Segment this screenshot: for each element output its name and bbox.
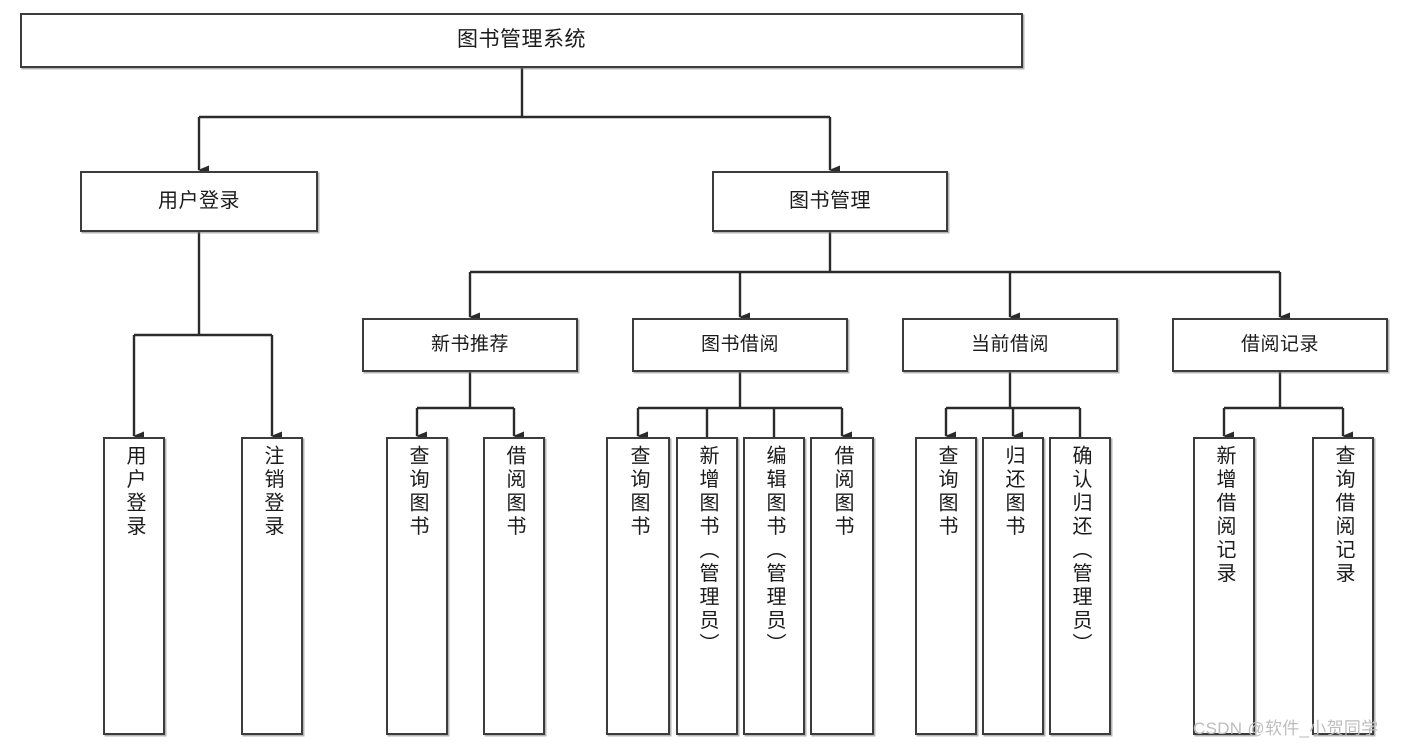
level2-node-2-label: 当前借阅: [970, 333, 1049, 355]
leaf-node-4[interactable]: 查询图书: [606, 437, 670, 735]
leaf-node-9-label: 归还图书: [1002, 445, 1024, 539]
leaf-node-12[interactable]: 查询借阅记录: [1312, 437, 1374, 735]
level1-node-0[interactable]: 用户登录: [80, 171, 318, 232]
leaf-node-8[interactable]: 查询图书: [915, 437, 977, 735]
leaf-node-11[interactable]: 新增借阅记录: [1193, 437, 1255, 735]
connector-layer: [132, 68, 1353, 462]
level2-node-0[interactable]: 新书推荐: [362, 318, 578, 372]
root-node[interactable]: 图书管理系统: [20, 13, 1023, 68]
leaf-node-7-label: 借阅图书: [831, 445, 853, 539]
leaf-node-8-label: 查询图书: [935, 445, 957, 539]
leaf-node-11-label: 新增借阅记录: [1213, 445, 1235, 586]
level1-node-1[interactable]: 图书管理: [712, 171, 948, 232]
level2-node-3-label: 借阅记录: [1240, 333, 1319, 355]
level2-node-2[interactable]: 当前借阅: [902, 318, 1118, 372]
leaf-node-7[interactable]: 借阅图书: [810, 437, 874, 735]
leaf-node-2[interactable]: 查询图书: [386, 437, 448, 735]
leaf-node-9[interactable]: 归还图书: [982, 437, 1044, 735]
level1-node-0-label: 用户登录: [158, 189, 240, 212]
leaf-node-0-label: 用户登录: [123, 445, 145, 539]
leaf-node-4-label: 查询图书: [627, 445, 649, 539]
leaf-node-1-label: 注销登录: [261, 445, 283, 539]
level2-node-3[interactable]: 借阅记录: [1172, 318, 1388, 372]
leaf-node-3-label: 借阅图书: [503, 445, 525, 539]
leaf-node-0[interactable]: 用户登录: [103, 437, 165, 735]
leaf-node-5[interactable]: 新增图书（管理员）: [676, 437, 738, 735]
leaf-node-10[interactable]: 确认归还（管理员）: [1049, 437, 1111, 735]
level1-node-1-label: 图书管理: [789, 189, 871, 212]
leaf-node-3[interactable]: 借阅图书: [483, 437, 545, 735]
root-node-label: 图书管理系统: [457, 28, 586, 52]
level2-node-1[interactable]: 图书借阅: [632, 318, 848, 372]
leaf-node-1[interactable]: 注销登录: [241, 437, 303, 735]
leaf-node-6[interactable]: 编辑图书（管理员）: [743, 437, 805, 735]
leaf-node-10-label: 确认归还（管理员）: [1069, 445, 1091, 657]
leaf-node-12-label: 查询借阅记录: [1332, 445, 1354, 586]
leaf-node-5-label: 新增图书（管理员）: [696, 445, 718, 657]
level2-node-0-label: 新书推荐: [430, 333, 509, 355]
level2-node-1-label: 图书借阅: [700, 333, 779, 355]
leaf-node-6-label: 编辑图书（管理员）: [763, 445, 785, 657]
leaf-node-2-label: 查询图书: [406, 445, 428, 539]
